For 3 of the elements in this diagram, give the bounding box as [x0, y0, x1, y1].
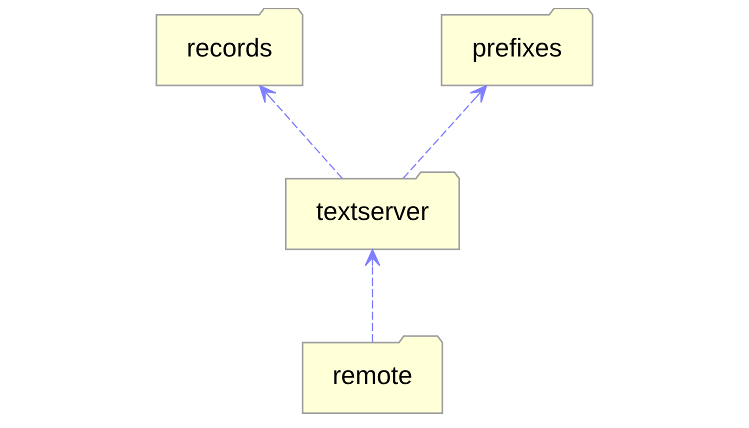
arrow	[259, 85, 343, 179]
arrow	[402, 85, 488, 179]
arrow	[364, 248, 380, 342]
